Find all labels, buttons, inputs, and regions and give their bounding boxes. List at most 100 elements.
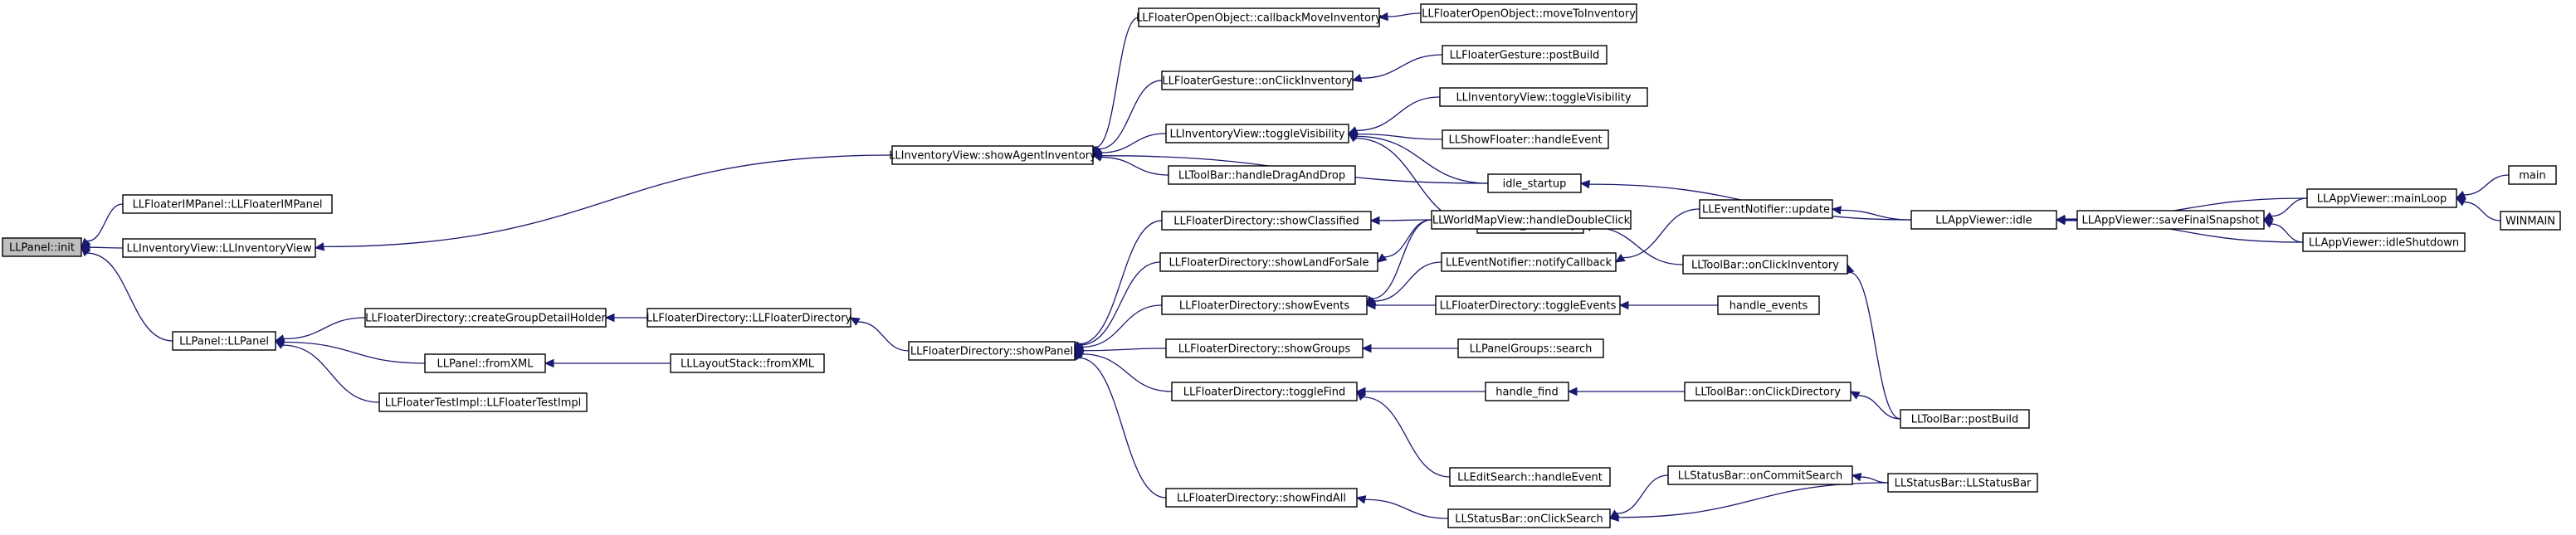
function-node[interactable]: LLPanel::LLPanel xyxy=(172,331,276,351)
call-edge xyxy=(1609,474,1669,519)
function-node[interactable]: LLStatusBar::onClickSearch xyxy=(1447,508,1611,528)
function-node[interactable]: idle_startup xyxy=(1487,173,1582,193)
node-label: LLEventNotifier::notifyCallback xyxy=(1446,257,1612,270)
function-node[interactable]: LLFloaterDirectory::showFindAll xyxy=(1165,488,1358,508)
function-node[interactable]: LLFloaterGesture::onClickInventory xyxy=(1161,71,1354,90)
function-node[interactable]: LLInventoryView::LLInventoryView xyxy=(122,238,316,258)
function-node[interactable]: LLEventNotifier::update xyxy=(1699,199,1833,219)
edge-line xyxy=(1081,304,1163,348)
edge-line xyxy=(1080,261,1161,346)
node-label: LLEventNotifier::update xyxy=(1702,204,1830,216)
node-box xyxy=(1699,199,1833,219)
node-box xyxy=(1161,295,1368,315)
function-node[interactable]: LLFloaterGesture::postBuild xyxy=(1442,45,1608,65)
function-node[interactable]: handle_find xyxy=(1485,382,1569,401)
node-box xyxy=(1485,382,1569,401)
function-node[interactable]: LLStatusBar::onCommitSearch xyxy=(1667,465,1853,485)
function-node[interactable]: LLFloaterDirectory::showClassified xyxy=(1161,211,1372,231)
function-node[interactable]: LLToolBar::onClickDirectory xyxy=(1684,382,1852,401)
function-node[interactable]: LLFloaterDirectory::createGroupDetailHol… xyxy=(364,308,607,328)
node-label: LLFloaterTestImpl::LLFloaterTestImpl xyxy=(385,397,582,410)
call-edge xyxy=(274,317,366,343)
edge-line xyxy=(1356,96,1441,131)
function-node[interactable]: LLFloaterDirectory::toggleFind xyxy=(1171,382,1358,401)
function-node[interactable]: LLShowFloater::handleEvent xyxy=(1442,129,1609,149)
edge-line xyxy=(323,154,893,248)
function-node[interactable]: LLFloaterIMPanel::LLFloaterIMPanel xyxy=(122,194,333,214)
node-box xyxy=(172,331,276,351)
function-node[interactable]: LLAppViewer::idle xyxy=(1910,210,2057,230)
function-node[interactable]: LLFloaterDirectory::showEvents xyxy=(1161,295,1368,315)
function-node[interactable]: LLWorldMapView::handleDoubleClick xyxy=(1431,210,1632,230)
node-label: LLStatusBar::LLStatusBar xyxy=(1895,478,2032,490)
edge-line xyxy=(2271,197,2308,217)
call-edge xyxy=(1074,220,1163,353)
node-box xyxy=(424,353,546,373)
function-node[interactable]: LLEditSearch::handleEvent xyxy=(1449,467,1611,487)
function-node[interactable]: LLFloaterDirectory::toggleEvents xyxy=(1435,295,1621,315)
function-node[interactable]: LLFloaterDirectory::showGroups xyxy=(1165,338,1364,358)
function-node[interactable]: WINMAIN xyxy=(2500,211,2561,231)
arrowhead-icon xyxy=(1849,391,1861,400)
call-edge xyxy=(1091,133,1167,158)
call-edge xyxy=(1851,472,1889,484)
function-node[interactable]: LLFloaterOpenObject::callbackMoveInvento… xyxy=(1136,7,1382,27)
call-edge xyxy=(1073,350,1173,392)
node-label: LLLayoutStack::fromXML xyxy=(681,358,815,371)
function-node[interactable]: LLInventoryView::toggleVisibility xyxy=(1165,124,1349,143)
call-edge xyxy=(1849,391,1901,420)
node-box xyxy=(1159,252,1378,272)
function-node[interactable]: LLFloaterDirectory::showLandForSale xyxy=(1159,252,1378,272)
node-label: LLInventoryView::LLInventoryView xyxy=(127,243,312,255)
node-box xyxy=(1887,473,2038,493)
node-label: LLFloaterDirectory::showLandForSale xyxy=(1168,257,1368,270)
edge-line xyxy=(86,252,173,342)
arrowhead-icon xyxy=(544,358,554,368)
node-label: LLAppViewer::saveFinalSnapshot xyxy=(2081,215,2259,227)
call-edge xyxy=(2262,197,2308,221)
arrowhead-icon xyxy=(604,313,615,323)
function-node[interactable]: LLPanel::fromXML xyxy=(424,353,546,373)
node-box xyxy=(1900,409,2030,429)
node-box xyxy=(1420,3,1637,23)
call-edge xyxy=(1355,495,1449,519)
node-label: LLInventoryView::showAgentInventory xyxy=(889,150,1096,163)
arrowhead-icon xyxy=(1351,74,1363,83)
node-box xyxy=(2306,188,2457,208)
function-node[interactable]: LLAppViewer::mainLoop xyxy=(2306,188,2457,208)
function-node[interactable]: LLAppViewer::saveFinalSnapshot xyxy=(2076,210,2265,230)
function-node[interactable]: LLLayoutStack::fromXML xyxy=(670,353,825,373)
function-node[interactable]: LLEventNotifier::notifyCallback xyxy=(1441,252,1617,272)
function-node[interactable]: LLFloaterOpenObject::moveToInventory xyxy=(1420,3,1637,23)
arrowhead-icon xyxy=(80,246,91,257)
call-edge xyxy=(274,338,426,364)
function-node[interactable]: LLToolBar::handleDragAndDrop xyxy=(1168,165,1356,185)
node-box xyxy=(1667,465,1853,485)
node-label: LLWorldMapView::handleDoubleClick xyxy=(1432,215,1631,227)
function-node[interactable]: LLToolBar::postBuild xyxy=(1900,409,2030,429)
node-label: LLInventoryView::toggleVisibility xyxy=(1456,92,1631,105)
function-node[interactable]: LLFloaterTestImpl::LLFloaterTestImpl xyxy=(378,392,588,412)
function-node[interactable]: LLInventoryView::showAgentInventory xyxy=(889,145,1096,165)
call-edge xyxy=(604,313,647,323)
function-node[interactable]: LLStatusBar::LLStatusBar xyxy=(1887,473,2038,493)
function-node[interactable]: handle_events xyxy=(1717,295,1820,315)
function-node[interactable]: main xyxy=(2508,165,2557,185)
call-edge xyxy=(1567,387,1685,396)
arrowhead-icon xyxy=(1831,206,1842,215)
function-node[interactable]: LLAppViewer::idleShutdown xyxy=(2302,232,2466,252)
node-box xyxy=(1165,124,1349,143)
node-box xyxy=(1431,210,1632,230)
node-label: handle_events xyxy=(1730,300,1808,313)
edge-line xyxy=(1100,156,1169,176)
node-label: LLToolBar::onClickDirectory xyxy=(1695,387,1841,399)
function-node[interactable]: LLInventoryView::toggleVisibility xyxy=(1439,87,1648,107)
edge-line xyxy=(1082,348,1167,352)
function-node[interactable]: LLFloaterDirectory::showPanel xyxy=(908,341,1076,361)
edge-line xyxy=(2271,223,2304,243)
root-function-node[interactable]: LLPanel::init xyxy=(2,237,82,257)
function-node[interactable]: LLToolBar::onClickInventory xyxy=(1682,255,1848,275)
node-label: LLInventoryView::toggleVisibility xyxy=(1169,129,1344,141)
function-node[interactable]: LLPanelGroups::search xyxy=(1457,338,1604,358)
function-node[interactable]: LLFloaterDirectory::LLFloaterDirectory xyxy=(646,308,852,328)
